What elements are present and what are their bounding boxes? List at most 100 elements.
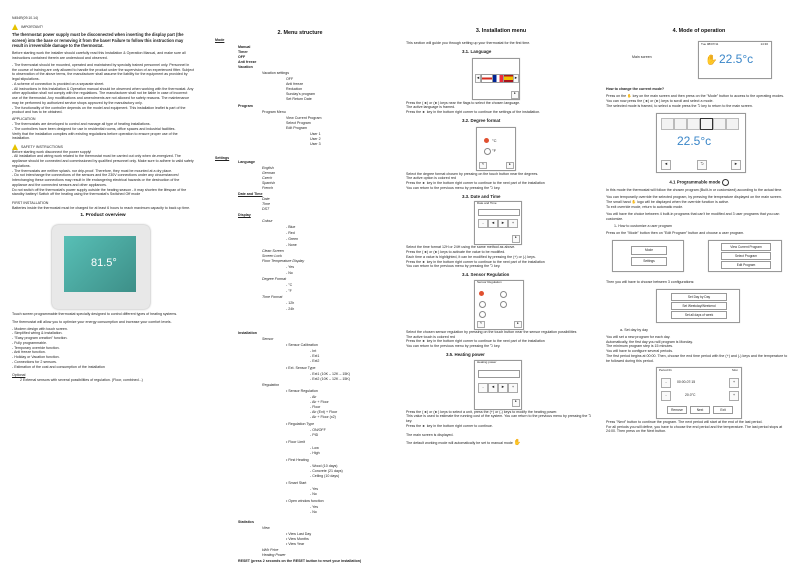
- sensor-shot-title: Sensor Regulation: [477, 279, 502, 284]
- minus-icon[interactable]: -: [478, 382, 488, 393]
- radio-celsius[interactable]: [484, 137, 489, 143]
- column-installation: 3. Installation menu This section will g…: [400, 0, 600, 567]
- section-sensor: 3.4. Sensor Regulation: [462, 272, 510, 278]
- radio-ext-floor[interactable]: [500, 300, 507, 308]
- plus-icon[interactable]: +: [508, 382, 518, 393]
- menu-tree-item: DST: [262, 207, 270, 211]
- menu-tree-item: • Sensor Calibration: [286, 343, 318, 347]
- arrow-left-icon[interactable]: ◄: [661, 160, 671, 171]
- next-icon[interactable]: ►: [506, 161, 514, 169]
- section-language: 3.1. Language: [462, 48, 492, 54]
- menu-tree-item: Floor Temperature Display: [262, 259, 305, 263]
- radio-fahrenheit[interactable]: [484, 147, 491, 155]
- plus-icon[interactable]: +: [508, 219, 518, 229]
- menu-tree-item: - Blue: [286, 225, 296, 229]
- period-shot: Period 01 Mon - 00:00-07:15 + - 20.0°C +…: [656, 366, 742, 419]
- menu-tree-item: • Smart Start: [286, 481, 307, 485]
- menu-tree-item: Regulation: [262, 383, 280, 387]
- manual-mode-text: The default working mode will automatica…: [406, 440, 596, 448]
- back-icon[interactable]: ⮌: [477, 320, 485, 328]
- remove-button[interactable]: Remove: [667, 405, 687, 414]
- power-field[interactable]: [478, 369, 520, 378]
- heating-shot: Heating power - ◄ ► + ►: [474, 359, 522, 410]
- column-mode-operation: 4. Mode of operation Main screen Tue 08/…: [600, 0, 802, 567]
- mode-button[interactable]: Mode: [631, 246, 667, 256]
- section-date-time: 3.3. Date and Time: [462, 193, 501, 199]
- programmable-text-a: In this mode the thermostat will follow …: [606, 188, 783, 193]
- arrow-right-icon[interactable]: ►: [498, 382, 508, 393]
- date-field[interactable]: [478, 209, 520, 217]
- plus-icon[interactable]: +: [729, 390, 739, 401]
- mode-icon[interactable]: [713, 118, 726, 131]
- all-days-button[interactable]: Set all days of week: [671, 310, 727, 319]
- period-time[interactable]: 00:00-07:15: [677, 379, 696, 384]
- menu-tree-item: - None: [286, 243, 297, 247]
- menu-tree-item: Select Program: [286, 121, 311, 125]
- menu-tree-item: Date: [262, 197, 270, 201]
- period-temperature[interactable]: 20.0°C: [685, 392, 696, 397]
- programmable-mode-label: 4.1 Programmable mode: [669, 179, 721, 185]
- warning-paragraph: The thermostat power supply must be disc…: [12, 32, 184, 49]
- mode-temperature: 22.5°c: [677, 134, 712, 149]
- view-program-button[interactable]: View Current Program: [721, 243, 771, 252]
- menu-tree-item: German: [262, 171, 275, 175]
- radio-air-floor[interactable]: [479, 310, 486, 318]
- intro-paragraph: Before starting work the installer shoul…: [12, 50, 186, 60]
- menu-tree-item: • View Year: [286, 542, 305, 546]
- menu-tree-item: - Ext1: [310, 354, 320, 358]
- program-menu-shots: Mode Settings View Current Program Selec…: [606, 238, 792, 274]
- arrow-left-icon[interactable]: ◄: [488, 219, 498, 229]
- menu-tree-item: French: [262, 186, 274, 190]
- back-icon[interactable]: ⮌: [697, 160, 707, 171]
- mode-icon[interactable]: [674, 118, 687, 131]
- next-icon[interactable]: ►: [512, 398, 520, 407]
- mode-icon[interactable]: [661, 118, 674, 131]
- minus-icon[interactable]: -: [661, 390, 671, 401]
- next-icon[interactable]: ►: [512, 235, 520, 244]
- arrow-left-icon[interactable]: ◄: [475, 73, 481, 83]
- day-by-day-button[interactable]: Set Day by Day: [671, 292, 727, 301]
- degree-shot: °C °F ⮌ ►: [476, 126, 516, 171]
- radio-ext[interactable]: [500, 290, 507, 298]
- menu-tree-item: Installation: [238, 331, 257, 335]
- safety-text: Before starting work disconnect the powe…: [12, 149, 194, 197]
- settings-button[interactable]: Settings: [631, 257, 667, 267]
- menu-tree-item: Screen Lock: [262, 254, 282, 258]
- radio-floor[interactable]: [479, 300, 486, 308]
- mode-icon[interactable]: [687, 118, 700, 131]
- menu-tree-item: - No: [286, 271, 293, 275]
- next-icon[interactable]: ►: [511, 90, 519, 99]
- menu-tree-item: • View Last Day: [286, 532, 312, 536]
- menu-tree-item: Degree Format: [262, 277, 287, 281]
- next-button[interactable]: Next: [690, 405, 710, 414]
- back-icon[interactable]: ⮌: [479, 161, 487, 169]
- programmable-mode-title: 4.1 Programmable mode: [606, 179, 792, 187]
- minus-icon[interactable]: -: [478, 219, 488, 229]
- date-shot-title: Date and Time: [477, 201, 497, 206]
- weekday-weekend-button[interactable]: Set Weekday/Weekend: [671, 301, 727, 310]
- hand-icon[interactable]: ✋: [705, 55, 718, 67]
- safety-heading: SAFETY INSTRUCTIONS: [12, 143, 194, 150]
- mode-icon[interactable]: [726, 118, 739, 131]
- menu-tree-item: - Ext2 (10K – 12K – 15K): [310, 377, 350, 381]
- next-icon[interactable]: ►: [514, 320, 522, 328]
- select-program-button[interactable]: Select Program: [721, 252, 771, 261]
- installation-title: 3. Installation menu: [475, 28, 527, 34]
- edit-program-button[interactable]: Edit Program: [721, 261, 771, 270]
- minus-icon[interactable]: -: [661, 377, 671, 388]
- plus-icon[interactable]: +: [729, 377, 739, 388]
- menu-tree-item: • Open window function: [286, 499, 324, 503]
- menu-tree-item: View: [262, 526, 270, 530]
- exit-button[interactable]: Exit: [713, 405, 733, 414]
- arrow-right-icon[interactable]: ►: [498, 219, 508, 229]
- arrow-right-icon[interactable]: ►: [731, 160, 741, 171]
- radio-air[interactable]: [479, 290, 484, 296]
- important-heading: IMPORTANT!: [12, 24, 194, 31]
- arrow-right-icon[interactable]: ►: [513, 73, 519, 83]
- menu-tree-item: RESET (press 2 seconds on the RESET butt…: [238, 559, 362, 563]
- arrow-left-icon[interactable]: ◄: [488, 382, 498, 393]
- mode-icon[interactable]: [700, 118, 713, 131]
- main-temperature[interactable]: 22.5°c: [719, 52, 754, 67]
- menu-tree-item: - Int: [310, 349, 317, 353]
